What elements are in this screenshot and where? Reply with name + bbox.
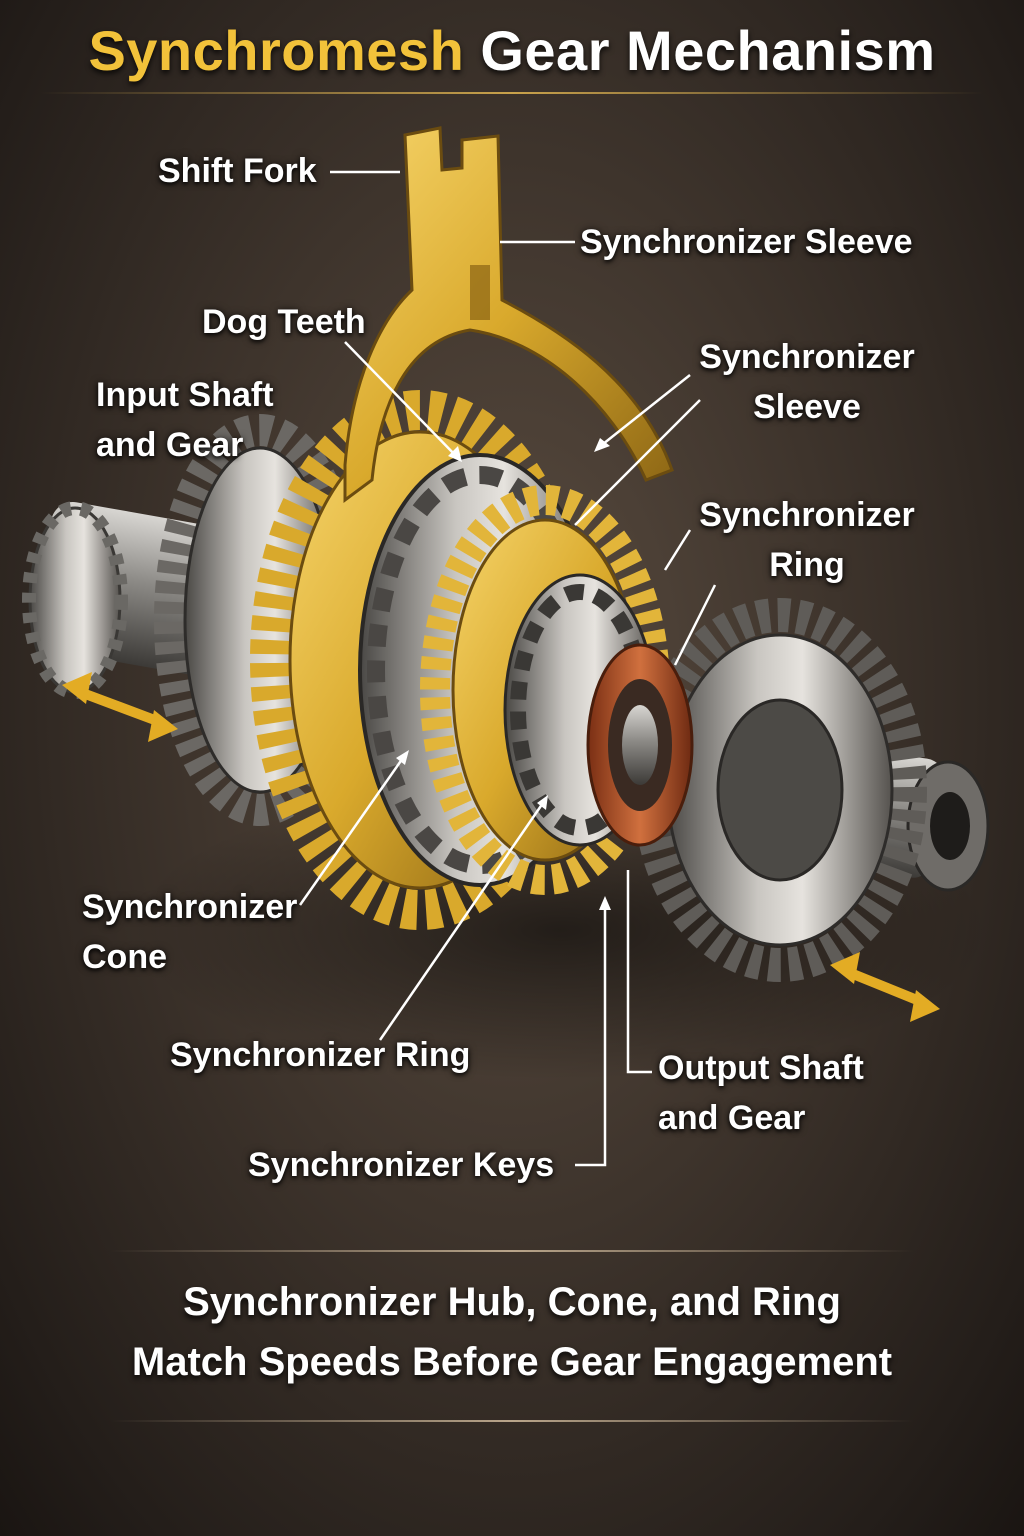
output-gear (633, 598, 927, 982)
label-input-shaft-line1: Input Shaft (96, 376, 274, 414)
right-motion-arrow (830, 952, 940, 1022)
leader-synchronizer-keys (575, 905, 607, 1167)
label-input-shaft: Input Shaft and Gear (96, 370, 274, 470)
leader-synchronizer-cone (298, 754, 407, 906)
synchronizer-cone (586, 643, 694, 847)
leader-dog-teeth (344, 341, 459, 459)
label-synchronizer-sleeve-right-line1: Synchronizer (699, 338, 915, 376)
leader-synchronizer-sleeve-right (597, 374, 691, 449)
caption-line1: Synchronizer Hub, Cone, and Ring (183, 1280, 841, 1324)
label-output-shaft: Output Shaft and Gear (658, 1043, 864, 1143)
label-synchronizer-ring-bottom: Synchronizer Ring (170, 1036, 471, 1074)
label-synchronizer-keys: Synchronizer Keys (248, 1146, 555, 1184)
label-synchronizer-ring-right-line2: Ring (769, 546, 845, 584)
label-dog-teeth: Dog Teeth (202, 303, 366, 341)
leader-synchronizer-ring-right-2 (673, 584, 717, 666)
label-synchronizer-sleeve-right-line2: Sleeve (753, 388, 861, 426)
bottom-caption: Synchronizer Hub, Cone, and Ring Match S… (0, 1272, 1024, 1392)
leader-arrowheads (396, 438, 611, 910)
shift-fork (343, 126, 674, 503)
caption-bottom-divider (110, 1420, 914, 1422)
leader-output-shaft (626, 870, 652, 1074)
label-synchronizer-cone: Synchronizer Cone (82, 882, 297, 982)
left-motion-arrow (62, 672, 178, 742)
label-synchronizer-cone-line2: Cone (82, 938, 167, 976)
label-output-shaft-line1: Output Shaft (658, 1049, 864, 1087)
label-shift-fork: Shift Fork (158, 152, 317, 190)
label-synchronizer-ring-right: Synchronizer Ring (692, 490, 922, 590)
caption-top-divider (110, 1250, 914, 1252)
title-divider (40, 92, 984, 94)
label-input-shaft-line2: and Gear (96, 426, 244, 464)
title-main: Gear Mechanism (480, 19, 936, 82)
title-accent: Synchromesh (88, 19, 465, 82)
label-synchronizer-ring-right-line1: Synchronizer (699, 496, 915, 534)
leader-synchronizer-ring-right (663, 529, 692, 571)
caption-line2: Match Speeds Before Gear Engagement (131, 1340, 893, 1384)
leader-lines (298, 170, 717, 1167)
leader-synchronizer-ring-bottom (378, 799, 547, 1041)
label-synchronizer-sleeve-top: Synchronizer Sleeve (580, 223, 913, 261)
label-synchronizer-cone-line1: Synchronizer (82, 888, 298, 926)
label-output-shaft-line2: and Gear (658, 1099, 806, 1137)
label-synchronizer-sleeve-right: Synchronizer Sleeve (692, 332, 922, 432)
leader-synchronizer-sleeve-right-2 (574, 399, 701, 526)
page-title: Synchromesh Gear Mechanism (0, 18, 1024, 83)
